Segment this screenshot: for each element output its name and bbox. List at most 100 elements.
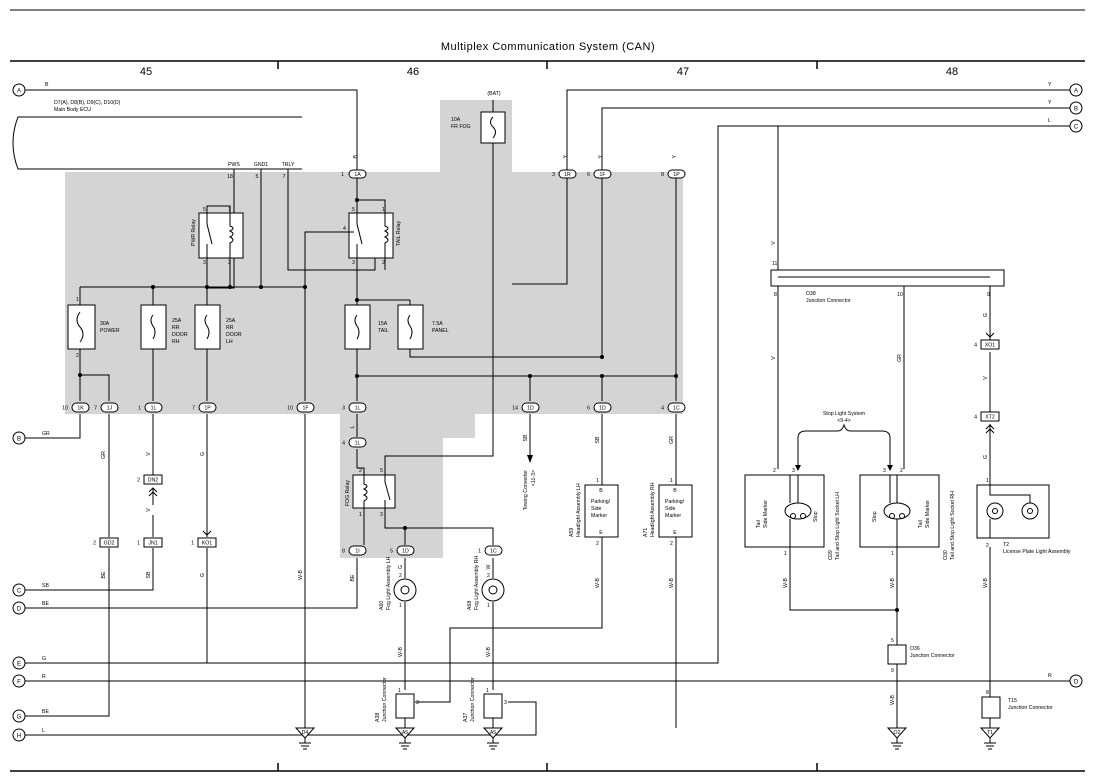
svg-text:2: 2: [382, 260, 385, 266]
ecu-label: D7(A), D8(B), D9(C), D10(D): [54, 100, 121, 106]
connector-1L-b: 1L 3: [342, 402, 367, 413]
svg-text:25A: 25A: [226, 318, 236, 324]
wires: [25, 89, 1070, 736]
connector-ko1: KO1 1: [191, 530, 217, 548]
svg-text:F: F: [17, 680, 21, 686]
svg-text:BE: BE: [350, 574, 356, 581]
fuse-15a-tail: 15A TAIL: [344, 304, 389, 350]
towing-converter-ref: <11-3>: [531, 470, 537, 486]
svg-text:3: 3: [792, 468, 795, 474]
svg-text:8: 8: [661, 172, 664, 178]
right-terminal-c: C L: [1048, 118, 1083, 133]
svg-text:TAIL Relay: TAIL Relay: [396, 221, 402, 246]
svg-text:Marker: Marker: [591, 513, 607, 519]
svg-text:1: 1: [138, 406, 141, 412]
svg-text:A5: A5: [402, 730, 408, 736]
svg-text:2: 2: [399, 573, 402, 579]
svg-text:25A: 25A: [172, 318, 182, 324]
right-terminal-b: B Y: [1048, 100, 1083, 115]
svg-text:1L: 1L: [355, 441, 361, 447]
connector-1F-top: Y 1F 6: [587, 154, 612, 179]
svg-text:W-B: W-B: [890, 694, 896, 705]
svg-text:T2: T2: [1003, 542, 1009, 548]
svg-text:D4: D4: [302, 730, 309, 736]
svg-text:8: 8: [342, 549, 345, 555]
svg-text:W-B: W-B: [486, 646, 492, 657]
svg-text:V: V: [771, 241, 777, 245]
svg-text:GR: GR: [897, 354, 903, 362]
svg-text:A60: A60: [379, 601, 385, 610]
svg-text:1D: 1D: [599, 406, 606, 412]
svg-text:A5: A5: [490, 730, 496, 736]
fuse-25a-rr-door-lh: 25A RR DOOR LH: [194, 304, 242, 350]
svg-text:11: 11: [772, 261, 777, 267]
svg-text:1: 1: [891, 551, 894, 557]
svg-text:5: 5: [390, 549, 393, 555]
svg-text:V: V: [146, 452, 152, 456]
stop-light-system-label: Stop Light System: [823, 411, 865, 417]
stop-light-ref: <9-4>: [837, 418, 851, 424]
svg-text:1: 1: [359, 512, 362, 518]
svg-text:T15: T15: [1008, 698, 1017, 704]
svg-text:Marker: Marker: [665, 513, 681, 519]
svg-text:(BAT): (BAT): [487, 91, 500, 97]
svg-text:KO1: KO1: [202, 541, 212, 547]
svg-text:G: G: [42, 656, 46, 662]
svg-text:GD2: GD2: [104, 541, 115, 547]
svg-text:D: D: [17, 607, 22, 613]
svg-text:O29: O29: [828, 550, 834, 560]
svg-text:6: 6: [587, 172, 590, 178]
svg-text:4: 4: [974, 343, 977, 349]
svg-text:W-B: W-B: [298, 569, 304, 580]
svg-text:1F: 1F: [599, 172, 605, 178]
svg-text:1C: 1C: [490, 549, 497, 555]
ecu-pin-name: TRLY: [282, 162, 295, 168]
junction-connector-a38: 1 3 A38 Junction Connector: [375, 677, 419, 722]
svg-text:V: V: [983, 376, 989, 380]
svg-text:1: 1: [478, 549, 481, 555]
svg-text:BE: BE: [42, 709, 49, 715]
svg-text:Junction Connector: Junction Connector: [382, 677, 388, 722]
svg-text:DN2: DN2: [148, 478, 158, 484]
svg-text:W-B: W-B: [890, 577, 896, 588]
tail-stop-socket-rh: Stop Tail Side Marker 3 2 1 O30 Tail and…: [859, 468, 956, 560]
connector-1P-bottom: 1P 7: [192, 402, 217, 413]
svg-text:Tail: Tail: [918, 520, 924, 528]
svg-text:SB: SB: [146, 571, 152, 578]
svg-text:W-B: W-B: [983, 577, 989, 588]
column-number: 47: [677, 66, 689, 78]
svg-text:4: 4: [342, 441, 345, 447]
connector-1I: 1I 8: [342, 545, 367, 556]
svg-text:Side: Side: [591, 506, 601, 512]
svg-text:GR: GR: [101, 451, 107, 459]
svg-text:W-B: W-B: [669, 577, 675, 588]
svg-text:2: 2: [76, 353, 79, 359]
svg-text:3: 3: [883, 468, 886, 474]
svg-text:1: 1: [486, 688, 489, 694]
ecu-pin-number: 7: [283, 174, 286, 180]
svg-text:Parking/: Parking/: [591, 499, 611, 505]
svg-text:1: 1: [596, 478, 599, 484]
svg-text:R: R: [42, 674, 46, 680]
svg-text:C: C: [1074, 125, 1079, 131]
svg-text:W-B: W-B: [398, 646, 404, 657]
svg-text:1R: 1R: [564, 172, 571, 178]
connector-xo1: XO1 4: [974, 332, 1000, 350]
svg-text:O30: O30: [943, 550, 949, 560]
svg-text:TAIL: TAIL: [378, 328, 389, 334]
svg-text:G: G: [200, 452, 206, 456]
connector-1R: Y 1R 3: [552, 154, 577, 179]
svg-text:Tail: Tail: [756, 520, 762, 528]
svg-text:Tail and Stop Light Socket LH: Tail and Stop Light Socket LH: [835, 492, 841, 560]
left-terminal-c: C SB: [12, 583, 49, 597]
svg-text:4: 4: [343, 226, 346, 232]
svg-text:5: 5: [891, 638, 894, 644]
connector-dn2: DN2 2: [137, 474, 163, 497]
svg-text:1: 1: [228, 207, 231, 213]
svg-text:7: 7: [192, 406, 195, 412]
svg-text:G: G: [983, 455, 989, 459]
svg-text:30A: 30A: [100, 321, 110, 327]
fuse-30a-power: 30A POWER 1 2: [67, 297, 120, 359]
svg-text:1P: 1P: [673, 172, 680, 178]
svg-text:R: R: [1048, 673, 1052, 679]
